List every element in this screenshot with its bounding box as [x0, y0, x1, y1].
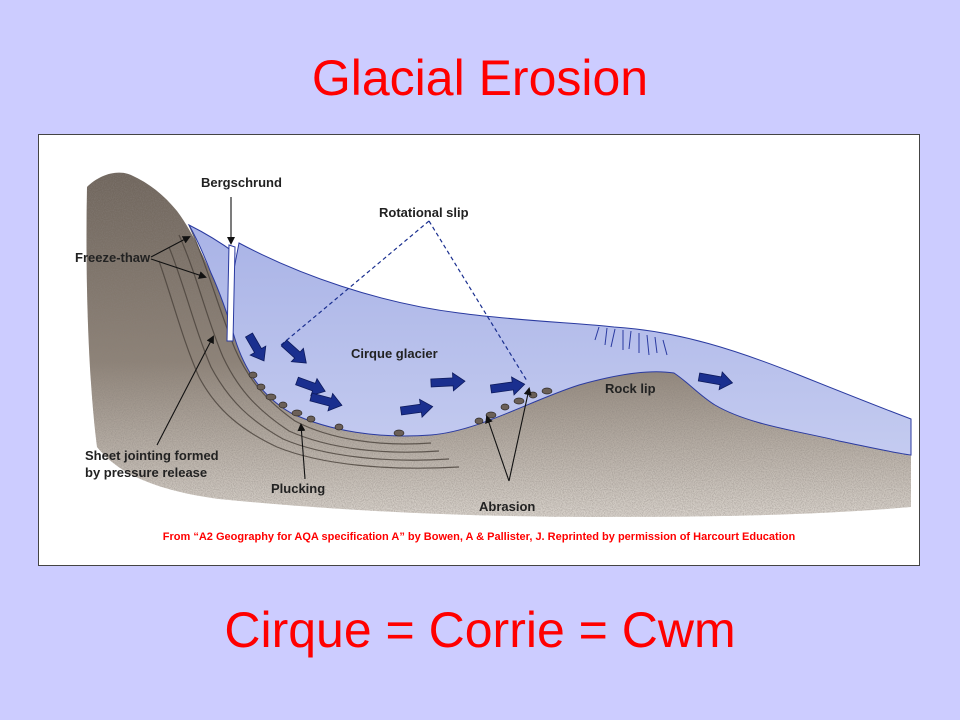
label-plucking: Plucking: [271, 481, 326, 496]
label-sheet-jointing-line1: Sheet jointing formed: [85, 448, 219, 463]
cirque-diagram: Bergschrund Rotational slip Freeze-thaw …: [38, 134, 920, 566]
bergschrund-crevasse: [226, 244, 236, 342]
label-sheet-jointing-line2: by pressure release: [85, 465, 208, 480]
cirque-diagram-graphic: [86, 172, 912, 517]
label-rotational-slip: Rotational slip: [379, 205, 469, 220]
label-bergschrund: Bergschrund: [201, 175, 282, 190]
slide-subtitle: Cirque = Corrie = Cwm: [224, 602, 736, 658]
label-abrasion: Abrasion: [479, 499, 536, 514]
crevasse-streaks: [594, 326, 668, 356]
slide-title: Glacial Erosion: [311, 50, 649, 106]
glacier-bed-debris: [248, 371, 553, 437]
diagram-credit: From “A2 Geography for AQA specification…: [162, 531, 796, 543]
label-freeze-thaw: Freeze-thaw: [75, 250, 151, 265]
label-cirque-glacier: Cirque glacier: [351, 346, 438, 361]
rotational-slip-indicator: [280, 220, 528, 382]
label-rock-lip: Rock lip: [605, 381, 656, 396]
label-leaders: [150, 197, 532, 482]
ice-flow-arrows: [244, 332, 734, 418]
